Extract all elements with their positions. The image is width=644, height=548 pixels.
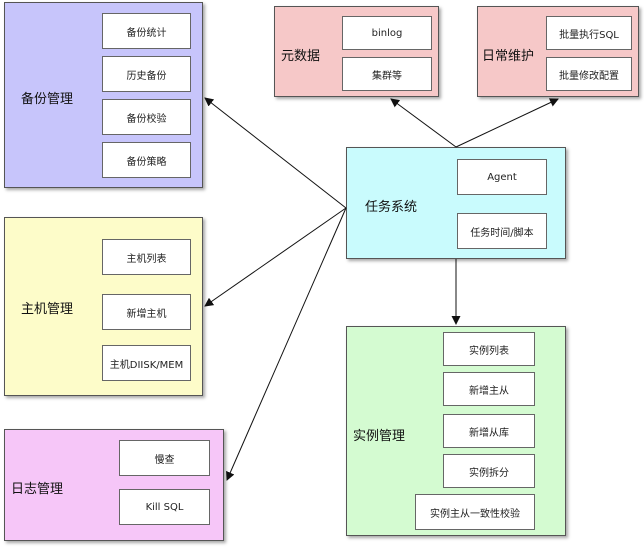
agent-item: Agent: [457, 159, 547, 195]
host-list-item: 主机列表: [102, 239, 191, 275]
instance-management-title: 实例管理: [353, 429, 406, 444]
backup-verify-item: 备份校验: [102, 99, 191, 135]
arrow-to-log: [226, 207, 347, 481]
task-system-title: 任务系统: [365, 200, 418, 215]
cluster-item: 集群等: [342, 57, 432, 91]
log-management-group: 日志管理 慢查 Kill SQL: [4, 429, 224, 541]
log-management-title: 日志管理: [11, 482, 64, 497]
instance-management-group: 实例管理 实例列表 新增主从 新增从库 实例拆分 实例主从一致性校验: [346, 326, 566, 536]
arrow-to-maintenance: [455, 98, 559, 148]
host-management-title: 主机管理: [21, 302, 74, 317]
backup-policy-item: 备份策略: [102, 142, 191, 178]
add-replica-item: 新增从库: [443, 414, 535, 448]
metadata-title: 元数据: [281, 49, 321, 64]
task-schedule-item: 任务时间/脚本: [457, 213, 547, 249]
daily-maintenance-group: 日常维护 批量执行SQL 批量修改配置: [477, 6, 639, 97]
host-add-item: 新增主机: [102, 294, 191, 330]
daily-maintenance-title: 日常维护: [482, 49, 535, 64]
host-disk-mem-item: 主机DIISK/MEM: [102, 345, 191, 381]
backup-management-title: 备份管理: [21, 92, 74, 107]
host-management-group: 主机管理 主机列表 新增主机 主机DIISK/MEM: [4, 217, 203, 396]
backup-history-item: 历史备份: [102, 56, 191, 92]
task-system-group: 任务系统 Agent 任务时间/脚本: [346, 147, 566, 259]
arrow-to-metadata: [390, 98, 457, 148]
kill-sql-item: Kill SQL: [119, 489, 210, 525]
arrow-to-backup: [204, 97, 347, 209]
backup-stats-item: 备份统计: [102, 13, 191, 49]
binlog-item: binlog: [342, 16, 432, 50]
metadata-group: 元数据 binlog 集群等: [274, 6, 439, 97]
backup-management-group: 备份管理 备份统计 历史备份 备份校验 备份策略: [4, 2, 203, 188]
consistency-check-item: 实例主从一致性校验: [415, 494, 535, 530]
add-master-slave-item: 新增主从: [443, 372, 535, 406]
batch-config-item: 批量修改配置: [546, 57, 632, 91]
instance-list-item: 实例列表: [443, 332, 535, 366]
slow-query-item: 慢查: [119, 440, 210, 476]
arrow-to-host: [204, 207, 347, 307]
batch-sql-item: 批量执行SQL: [546, 16, 632, 50]
instance-split-item: 实例拆分: [443, 454, 535, 488]
